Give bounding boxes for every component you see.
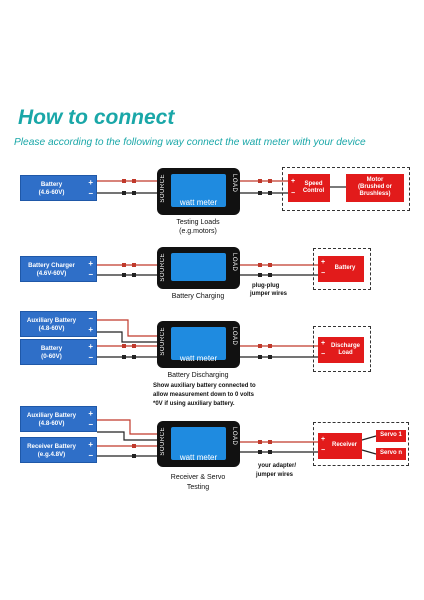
- caption-battery-charging: Battery Charging: [171, 293, 225, 300]
- meter-screen: [171, 427, 226, 460]
- page-subtitle: Please according to the following way co…: [14, 137, 366, 148]
- servo-1-label: Servo 1: [380, 432, 402, 438]
- minus-terminal: −: [88, 420, 93, 429]
- watt-meter: SOURCE LOAD: [157, 247, 240, 289]
- receiver-battery-box: Receiver Battery (e.g.4.8V) + −: [20, 437, 97, 463]
- speed-control-label-2: Control: [302, 188, 325, 194]
- charger-range: (4.6V-60V): [36, 270, 67, 277]
- watt-meter: SOURCE LOAD watt meter: [157, 168, 240, 215]
- caption-testing-loads-sub: (e.g.motors): [179, 228, 217, 235]
- battery-load-label: Battery: [334, 265, 356, 271]
- motor-label-1: Motor: [366, 177, 384, 183]
- receiver-label: Receiver: [331, 442, 358, 448]
- wire-note-2: jumper wires: [256, 472, 294, 478]
- wire-note-1: your adapter/: [258, 463, 297, 469]
- meter-load-label: LOAD: [231, 427, 237, 446]
- meter-label: watt meter: [179, 198, 218, 207]
- aux-battery-box: Auxiliary Battery (4.8-60V) − +: [20, 311, 97, 337]
- battery-load-box: + − Battery: [318, 256, 364, 282]
- meter-source-label: SOURCE: [160, 427, 166, 456]
- discharge-note-3: *0V if using auxiliary battery.: [153, 401, 235, 407]
- battery-box: Battery (0-60V) + −: [20, 339, 97, 365]
- minus-terminal: −: [321, 447, 326, 454]
- caption-receiver-servo: Receiver & Servo: [170, 474, 226, 481]
- discharge-load-label-1: Discharge: [330, 343, 360, 349]
- discharge-load-label-2: Load: [338, 350, 353, 356]
- wire-note-1: plug-plug: [252, 283, 280, 289]
- load-enclosure: [313, 248, 371, 290]
- watt-meter: SOURCE LOAD watt meter: [157, 421, 240, 467]
- plus-terminal: +: [88, 440, 93, 449]
- minus-terminal: −: [321, 351, 326, 358]
- servo-n-label: Servo n: [379, 450, 402, 456]
- aux-battery-box: Auxiliary Battery (4.8-60V) + −: [20, 406, 97, 432]
- meter-load-label: LOAD: [231, 174, 237, 193]
- page-title: How to connect: [18, 106, 175, 129]
- discharge-note-1: Show auxiliary battery connected to: [153, 383, 256, 389]
- wire-note-2: jumper wires: [250, 291, 288, 297]
- plus-terminal: +: [88, 409, 93, 418]
- minus-terminal: −: [291, 190, 296, 197]
- plus-terminal: +: [88, 259, 93, 268]
- battery-range: (0-60V): [41, 353, 62, 360]
- meter-source-label: SOURCE: [160, 174, 166, 203]
- battery-label: Battery: [40, 181, 63, 188]
- minus-terminal: −: [88, 314, 93, 323]
- meter-load-label: LOAD: [231, 253, 237, 272]
- motor-box: Motor (Brushed or Brushless): [346, 174, 404, 202]
- caption-testing-loads: Testing Loads: [176, 219, 220, 226]
- aux-battery-label: Auxiliary Battery: [26, 412, 77, 419]
- plus-terminal: +: [88, 342, 93, 351]
- receiver-battery-range: (e.g.4.8V): [37, 451, 66, 458]
- meter-label: watt meter: [179, 453, 218, 462]
- meter-load-label: LOAD: [231, 327, 237, 346]
- load-enclosure: [282, 167, 410, 211]
- battery-charger-box: Battery Charger (4.6V-60V) + −: [20, 256, 97, 282]
- aux-battery-range: (4.8-60V): [38, 420, 65, 427]
- receiver-box: + − Receiver: [318, 433, 362, 459]
- caption-battery-discharging: Battery Discharging: [167, 372, 229, 379]
- servo-n-box: Servo n: [376, 448, 406, 460]
- motor-label-3: Brushless): [359, 191, 391, 197]
- meter-label: watt meter: [179, 354, 218, 363]
- meter-screen: [171, 174, 226, 207]
- plus-terminal: +: [321, 340, 326, 347]
- minus-terminal: −: [88, 270, 93, 279]
- load-enclosure: [313, 422, 409, 466]
- plus-terminal: +: [88, 325, 93, 334]
- discharge-note-2: allow measurement down to 0 volts: [153, 392, 255, 398]
- discharge-load-box: + − Discharge Load: [318, 337, 364, 363]
- plus-terminal: +: [321, 259, 326, 266]
- plus-terminal: +: [88, 178, 93, 187]
- servo-1-box: Servo 1: [376, 430, 406, 442]
- minus-terminal: −: [88, 189, 93, 198]
- meter-source-label: SOURCE: [160, 253, 166, 282]
- minus-terminal: −: [321, 270, 326, 277]
- meter-source-label: SOURCE: [160, 327, 166, 356]
- battery-label: Battery: [40, 345, 63, 352]
- load-enclosure: [313, 326, 371, 372]
- meter-screen: [171, 253, 226, 281]
- caption-receiver-servo-sub: Testing: [186, 484, 210, 491]
- minus-terminal: −: [88, 353, 93, 362]
- motor-label-2: (Brushed or: [357, 184, 392, 190]
- plus-terminal: +: [291, 178, 296, 185]
- speed-control-box: + − Speed Control: [288, 174, 330, 202]
- watt-meter: SOURCE LOAD watt meter: [157, 321, 240, 368]
- aux-battery-label: Auxiliary Battery: [26, 317, 77, 324]
- battery-box: Battery (4.6-60V) + −: [20, 175, 97, 201]
- meter-screen: [171, 327, 226, 360]
- speed-control-label-1: Speed: [304, 181, 323, 187]
- plus-terminal: +: [321, 436, 326, 443]
- aux-battery-range: (4.8-60V): [38, 325, 65, 332]
- minus-terminal: −: [88, 451, 93, 460]
- charger-label: Battery Charger: [28, 262, 75, 269]
- receiver-battery-label: Receiver Battery: [27, 443, 76, 450]
- battery-range: (4.6-60V): [38, 189, 65, 196]
